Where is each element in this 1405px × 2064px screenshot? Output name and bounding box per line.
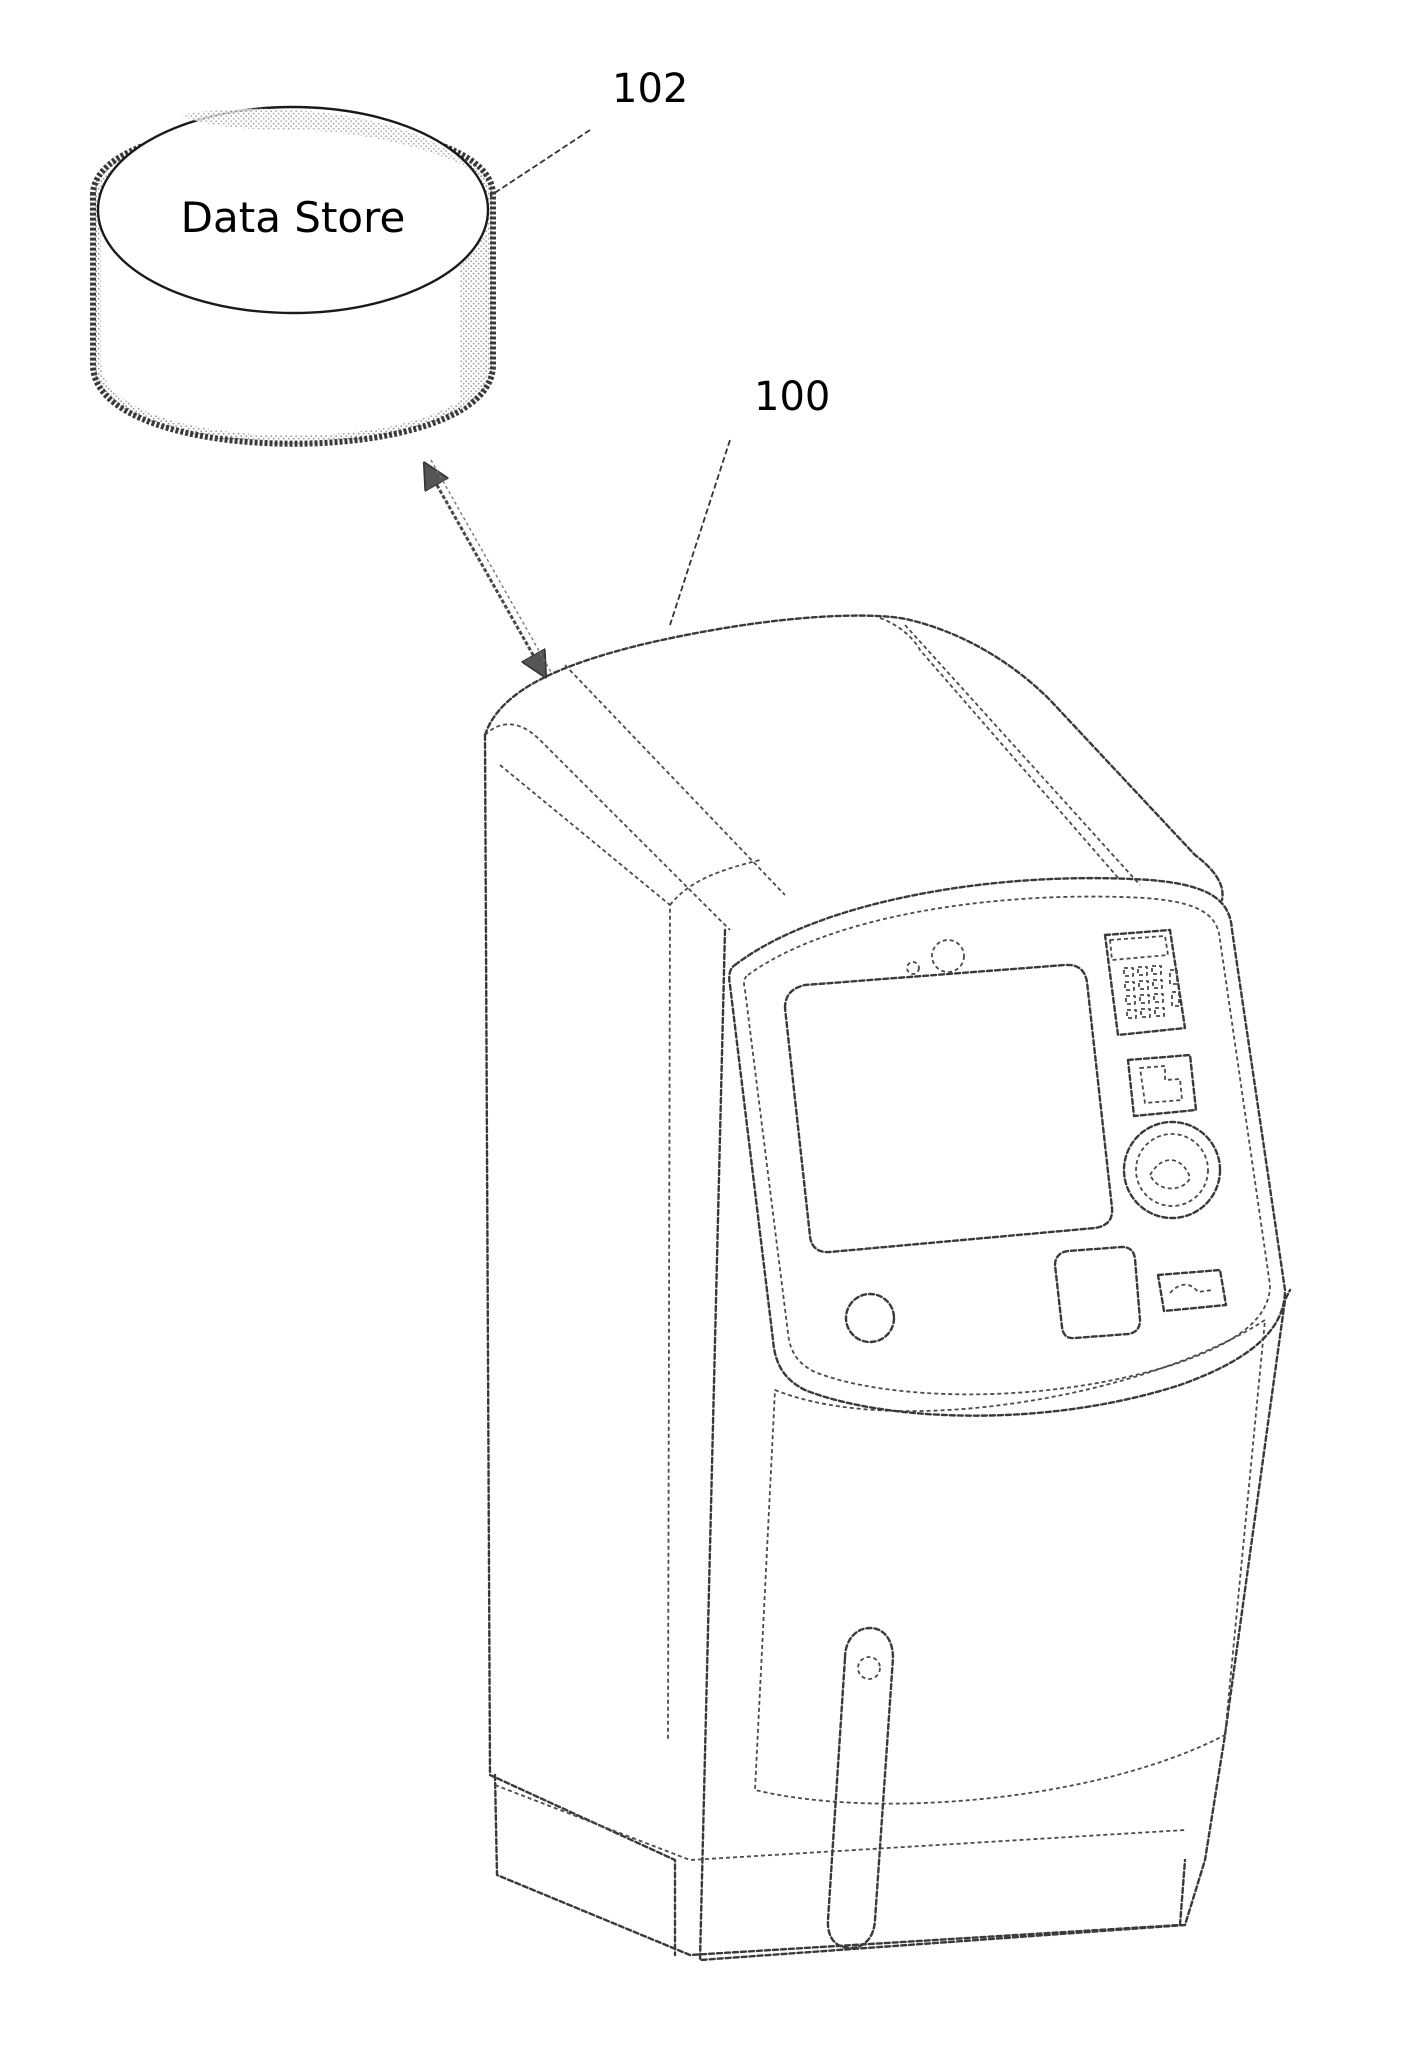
kiosk-top-band-line-2 [905, 625, 1140, 885]
kiosk-door-panel [755, 1320, 1265, 1804]
kiosk-top-edge-left [485, 724, 730, 930]
kiosk-console-bezel-outer [729, 878, 1285, 1416]
kiosk-left-corner [670, 860, 760, 905]
scanner-icon [1124, 1122, 1220, 1218]
kiosk-terminal-icon [485, 616, 1290, 1960]
ref-100-leader [670, 440, 730, 625]
sensor-dot [907, 962, 919, 974]
kiosk-left-side [485, 735, 675, 1955]
ref-100-label: 100 [754, 374, 830, 420]
kiosk-top-band-line-3 [880, 618, 1120, 880]
dispenser-slot-icon [828, 1628, 893, 1948]
kiosk-base-top-line [495, 1785, 1185, 1860]
kiosk-top-cap [485, 616, 1223, 900]
data-store-label: Data Store [181, 193, 406, 242]
round-button [846, 1294, 894, 1342]
ref-102-leader [490, 130, 590, 196]
pin-pad-icon [1105, 930, 1185, 1035]
receipt-slot-icon [1158, 1270, 1226, 1311]
database-cylinder-icon: Data Store [93, 107, 493, 444]
card-reader-icon [1128, 1055, 1196, 1116]
ref-102-label: 102 [612, 66, 688, 112]
bidirectional-arrow-icon [425, 460, 551, 676]
contactless-pad [1055, 1247, 1140, 1338]
kiosk-console-bezel-inner [744, 897, 1270, 1395]
kiosk-display-screen [785, 965, 1112, 1252]
kiosk-top-band-line-1 [565, 665, 785, 895]
kiosk-front-face [700, 930, 1290, 1960]
kiosk-left-side-inner [500, 765, 670, 1740]
camera-lens [932, 940, 964, 972]
